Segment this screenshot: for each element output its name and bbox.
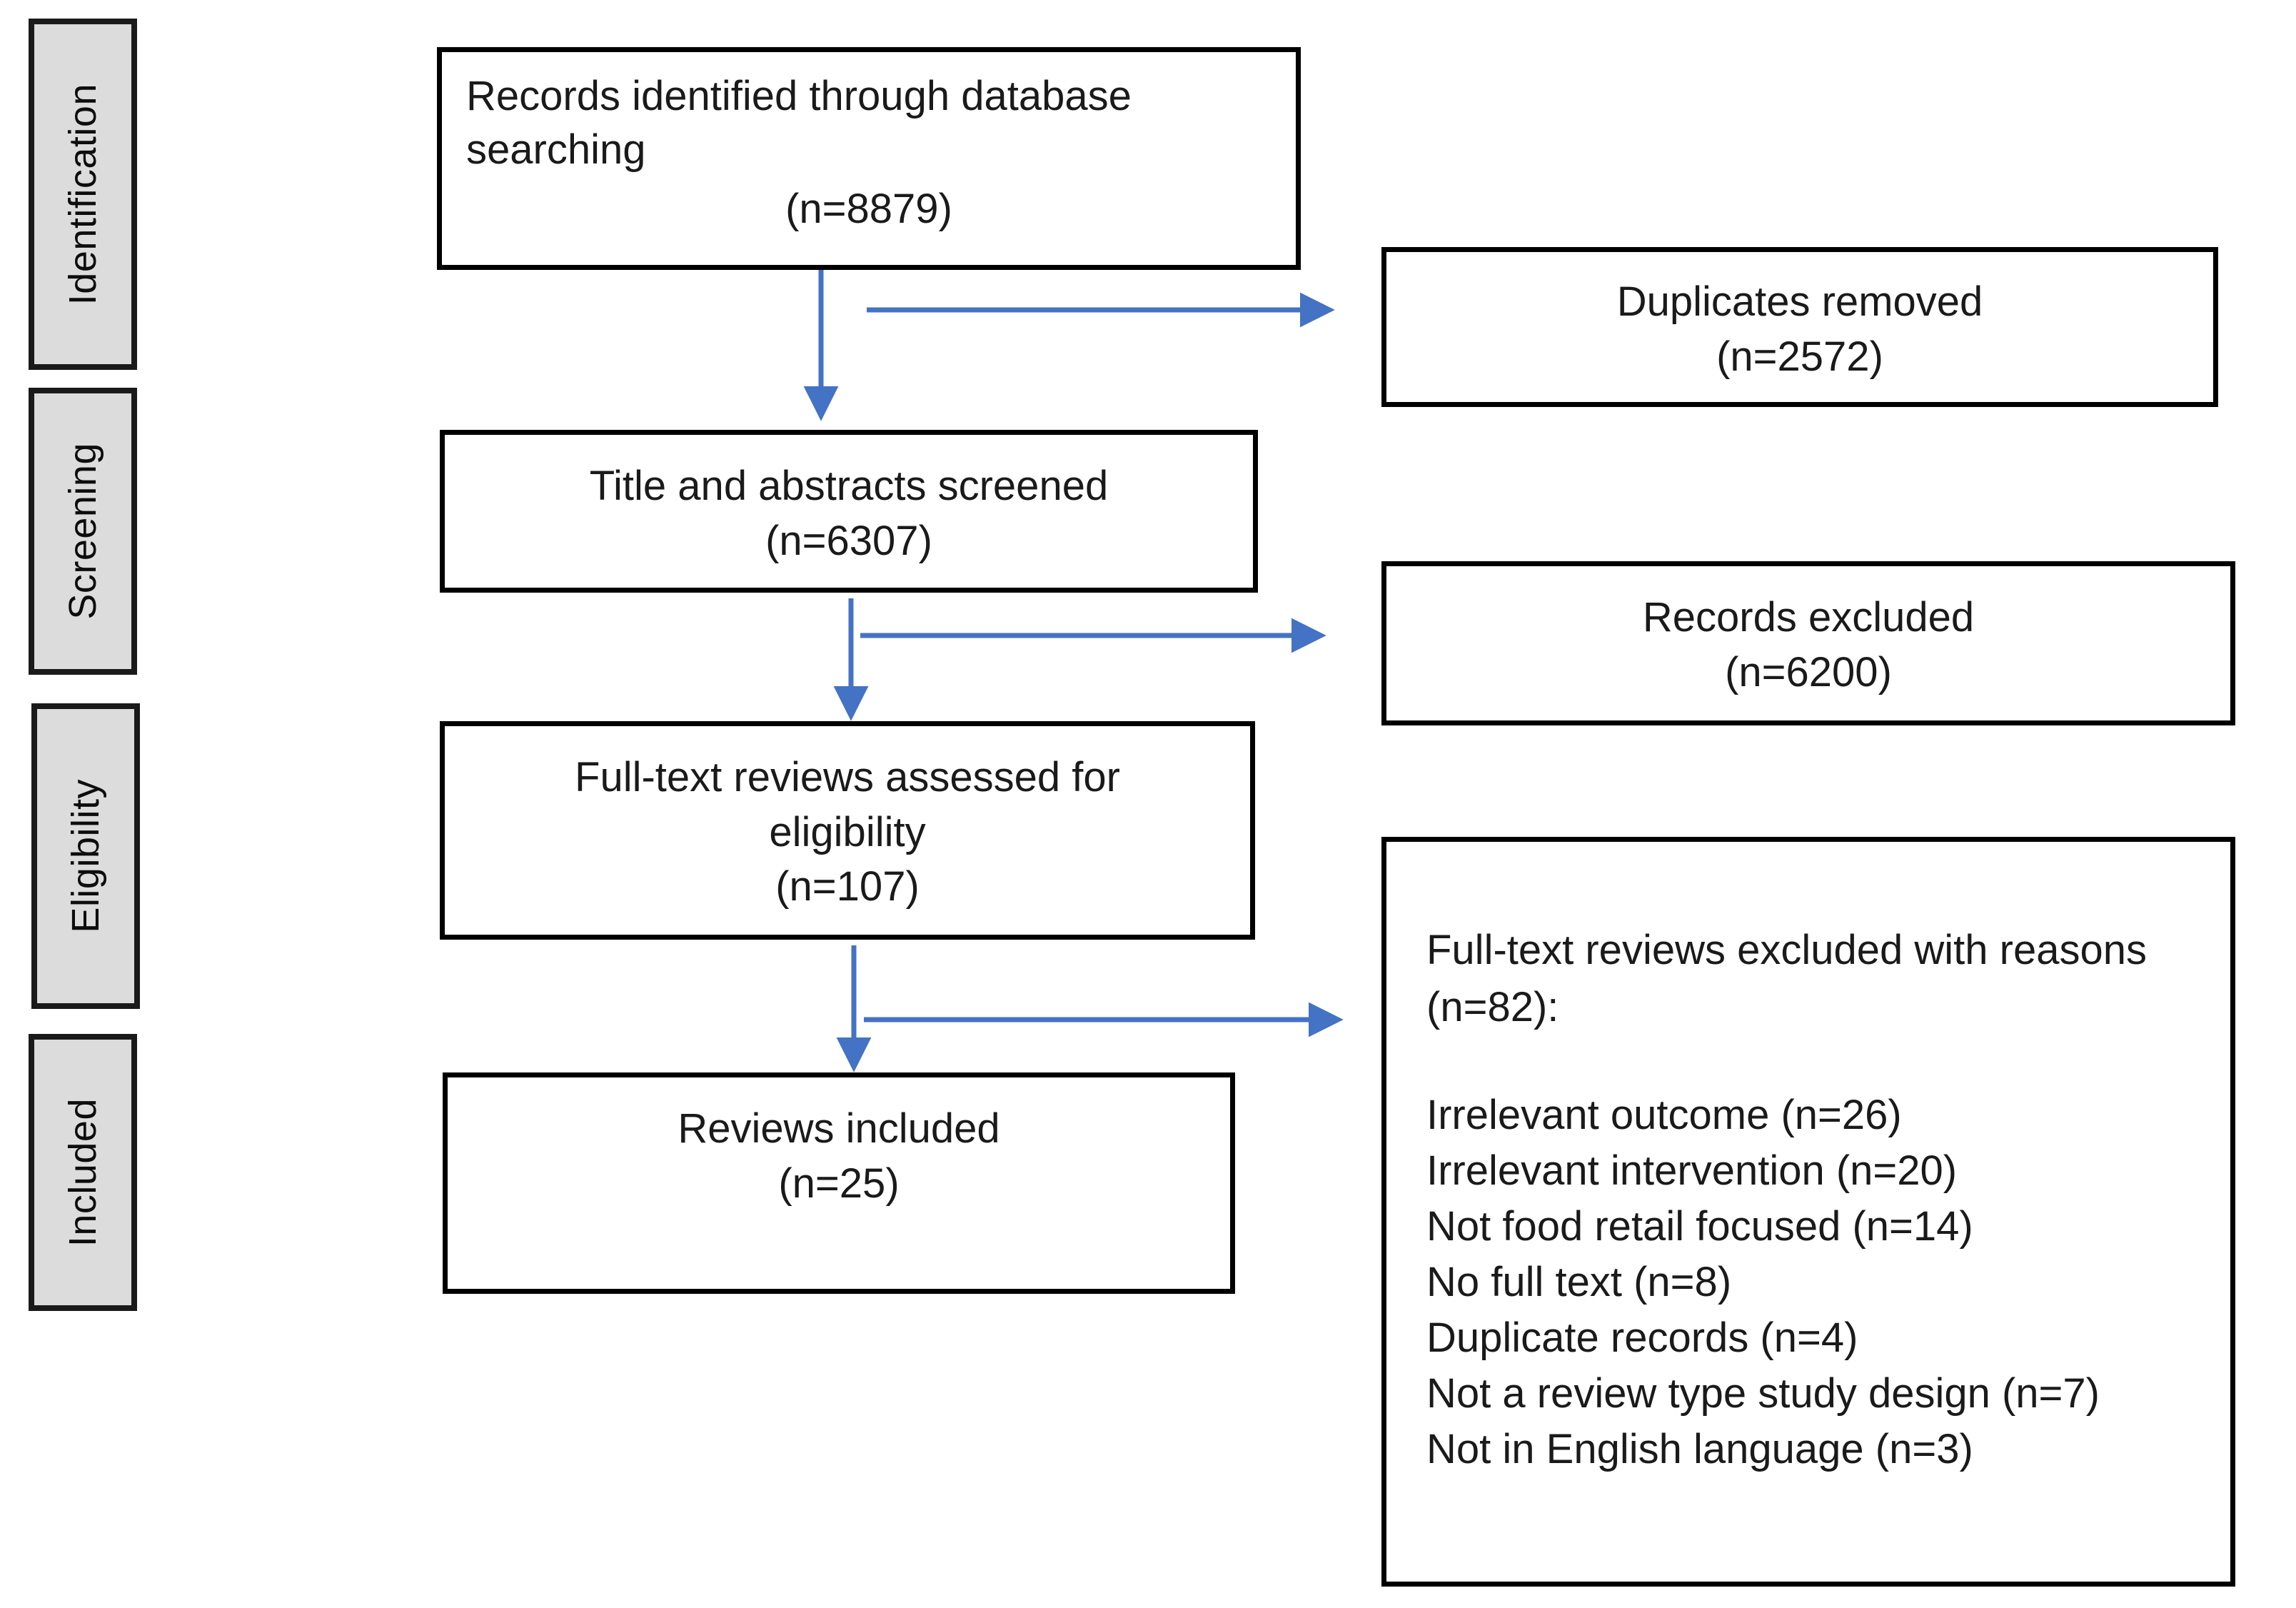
box-title-abstracts-screened-text: Title and abstracts screened (n=6307) [589, 463, 1109, 564]
box-reviews-included-text: Reviews included (n=25) [678, 1105, 1000, 1207]
box-records-excluded-text: Records excluded (n=6200) [1642, 594, 1975, 695]
box-title-abstracts-screened: Title and abstracts screened (n=6307) [440, 430, 1258, 593]
reason-item: No full text (n=8) [1426, 1259, 1732, 1305]
box-duplicates-removed: Duplicates removed (n=2572) [1381, 247, 2218, 407]
stage-box-identification: Identification [29, 19, 137, 370]
box-excluded-with-reasons: Full-text reviews excluded with reasons … [1381, 837, 2235, 1587]
box-fulltext-eligibility: Full-text reviews assessed for eligibili… [440, 721, 1255, 940]
reason-item: Not food retail focused (n=14) [1426, 1203, 1973, 1250]
stage-box-screening: Screening [29, 388, 137, 675]
box-records-identified-title: Records identified through database sear… [466, 73, 1132, 174]
reason-item: Not in English language (n=3) [1426, 1426, 1973, 1472]
box-fulltext-eligibility-text: Full-text reviews assessed for eligibili… [575, 754, 1120, 910]
reason-item: Duplicate records (n=4) [1426, 1315, 1858, 1361]
box-excluded-with-reasons-heading: Full-text reviews excluded with reasons … [1426, 927, 2147, 1031]
stage-box-eligibility: Eligibility [31, 703, 140, 1009]
box-records-excluded: Records excluded (n=6200) [1381, 561, 2235, 725]
stage-box-included: Included [29, 1034, 137, 1311]
box-reviews-included: Reviews included (n=25) [443, 1072, 1235, 1294]
reason-item: Irrelevant outcome (n=26) [1426, 1092, 1902, 1138]
reason-item: Not a review type study design (n=7) [1426, 1370, 2100, 1417]
reason-item: Irrelevant intervention (n=20) [1426, 1147, 1958, 1194]
box-excluded-with-reasons-list: Irrelevant outcome (n=26) Irrelevant int… [1426, 1087, 2216, 1477]
box-records-identified-count: (n=8879) [785, 186, 952, 232]
box-records-identified: Records identified through database sear… [437, 47, 1301, 270]
box-duplicates-removed-text: Duplicates removed (n=2572) [1616, 278, 1983, 380]
